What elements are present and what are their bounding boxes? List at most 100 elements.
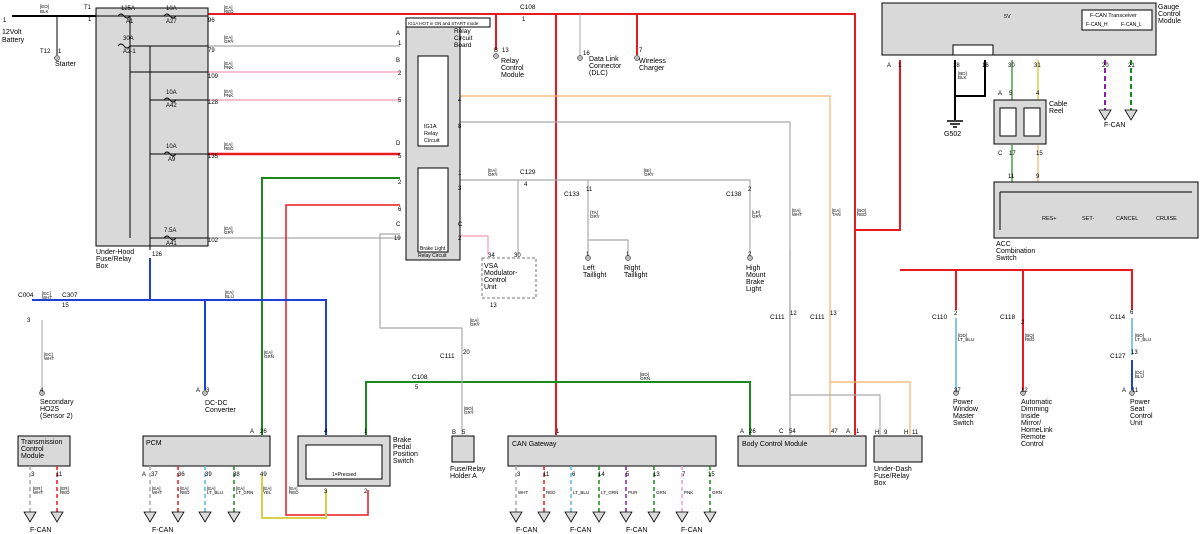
wire-color-blk: BLK xyxy=(958,75,967,80)
left-tail-1: Left xyxy=(583,265,595,272)
gauge-can-l: F-CAN_L xyxy=(1121,22,1142,28)
cable-reel-1: Cable xyxy=(1049,101,1067,108)
seat-pin: 11 xyxy=(1132,388,1139,394)
right-tail-2: Taillight xyxy=(624,272,647,279)
pcm-label: PCM xyxy=(146,440,162,447)
cg-pin-5: 13 xyxy=(653,472,660,478)
reel-pin-15: 15 xyxy=(1036,151,1043,157)
wire-code-red-855: [BO] xyxy=(857,208,866,213)
battery-ring: T1 xyxy=(84,5,92,11)
battery-label-1: 12Volt xyxy=(2,29,22,36)
wire-code-blu: [EA] xyxy=(225,290,234,295)
fuse-holder-2: Holder A xyxy=(450,473,477,480)
starter-pin: 1 xyxy=(58,49,62,55)
dcdc-pin: 3 xyxy=(206,388,210,394)
brake-pin-2: 2 xyxy=(364,489,368,495)
tcm-color-2: RED xyxy=(60,490,70,495)
c108-top-pin: 1 xyxy=(522,17,526,23)
brake-switch-4: Switch xyxy=(393,458,414,465)
fusebox-pin-109: 109 xyxy=(208,74,219,80)
relay-pin-C-right: C xyxy=(458,222,463,228)
under-dash-3: Box xyxy=(874,480,887,487)
wire-color-96: RED xyxy=(224,9,234,14)
dlc-pin: 16 xyxy=(583,51,590,57)
fusebox-pin-102: 102 xyxy=(208,238,219,244)
mirror-3: Inside xyxy=(1021,413,1040,420)
right-tail-pin: 1 xyxy=(626,252,630,258)
fcan-terminators xyxy=(23,109,1138,523)
c110-pin: 2 xyxy=(954,311,958,317)
high-mount-2: Mount xyxy=(746,272,766,279)
seat-wire2: [DC] xyxy=(1135,370,1144,375)
pcm-wire-2: [EA] xyxy=(180,486,189,491)
ig1a-relay-box xyxy=(417,55,449,147)
wire-code-lp: [LP] xyxy=(752,210,760,215)
ground-label: G502 xyxy=(944,131,961,138)
wire-color-128: PNK xyxy=(224,93,233,98)
c133-label: C133 xyxy=(564,191,580,198)
tcm-fcan: F-CAN xyxy=(30,527,51,534)
pw-wire: [DD] xyxy=(958,333,967,338)
c133-pin: 11 xyxy=(586,187,593,193)
wire-color-ta: GRY xyxy=(590,214,600,219)
fuse-a9-name: A9 xyxy=(168,157,176,163)
gauge-pin-31: 31 xyxy=(1034,63,1041,69)
ho2s-2: HO2S xyxy=(40,406,59,413)
relay-pin-2: 2 xyxy=(398,71,402,77)
starter-connector: T12 xyxy=(40,49,51,55)
gauge-title-2: Control xyxy=(1158,11,1181,18)
relay-pin-B: B xyxy=(396,58,400,64)
dlc-3: (DLC) xyxy=(589,70,608,77)
battery-wire-color: BLK xyxy=(40,9,49,14)
under-hood-fuse-box xyxy=(95,7,209,247)
relay-pin-A: A xyxy=(396,31,400,37)
wire-code-wht: [EA] xyxy=(792,208,801,213)
relay-module-3: Module xyxy=(501,72,524,79)
cg-fcan-2: F-CAN xyxy=(626,527,647,534)
cg-fcan-1: F-CAN xyxy=(570,527,591,534)
wire-code-ec: [EC] xyxy=(42,291,51,296)
cg-color-1: RED xyxy=(546,490,556,495)
battery-wire-code: [EO] xyxy=(40,4,49,9)
reel-pin-17: 17 xyxy=(1009,151,1016,157)
wire-code-135: [EA] xyxy=(224,142,233,147)
fusebox-label-1: Under-Hood xyxy=(96,249,134,256)
mirror-7: Control xyxy=(1021,441,1044,448)
relay-pin-6: 6 xyxy=(398,207,402,213)
wire-blu-can xyxy=(149,258,327,435)
fuse-a41-rating: 7.5A xyxy=(164,228,176,234)
pcm-pin-39: 39 xyxy=(205,472,212,478)
fuse-a42-name: A42 xyxy=(166,103,177,109)
seat-wire: [BO] xyxy=(1135,333,1144,338)
bcm-pin-47: 47 xyxy=(831,429,838,435)
c108-bottom-pin: 5 xyxy=(415,385,419,391)
battery-pin: 1 xyxy=(3,18,7,24)
charger-2: Charger xyxy=(639,65,665,72)
relay-module-conn: B xyxy=(494,48,498,54)
c111-a: C111 xyxy=(440,353,455,360)
wire-color-ec2: WHT xyxy=(44,356,54,361)
under-dash-pin-11: 11 xyxy=(912,430,919,436)
mirror-color: RED xyxy=(1025,337,1035,342)
wire-grn-brake xyxy=(261,177,400,435)
mirror-6: Remote xyxy=(1021,434,1046,441)
fuse-a42-rating: 10A xyxy=(166,90,177,96)
acc-label-3: Switch xyxy=(996,255,1017,262)
pw-color: LT_BLU xyxy=(958,337,974,342)
dcdc-conn: A xyxy=(196,388,200,394)
gauge-pin-1: 1 xyxy=(898,63,902,69)
cg-pin-6: 7 xyxy=(682,472,686,478)
fusebox-pin-128: 128 xyxy=(208,100,219,106)
seat-conn: A xyxy=(1122,388,1126,394)
relay-module-1: Relay xyxy=(501,58,519,65)
wire-code-c129: [EA] xyxy=(488,168,497,173)
wire-code-ep: [EA] xyxy=(470,318,479,323)
seat-2: Seat xyxy=(1130,406,1144,413)
pcm-pin-38: 38 xyxy=(233,472,240,478)
wire-code-blk: [BD] xyxy=(958,71,967,76)
gauge-inner-box xyxy=(952,44,994,56)
acc-btn-res: RES+ xyxy=(1042,216,1057,222)
brake-relay-2: Relay Circuit xyxy=(418,253,447,259)
fuse-a21-name: A2-1 xyxy=(123,49,136,55)
